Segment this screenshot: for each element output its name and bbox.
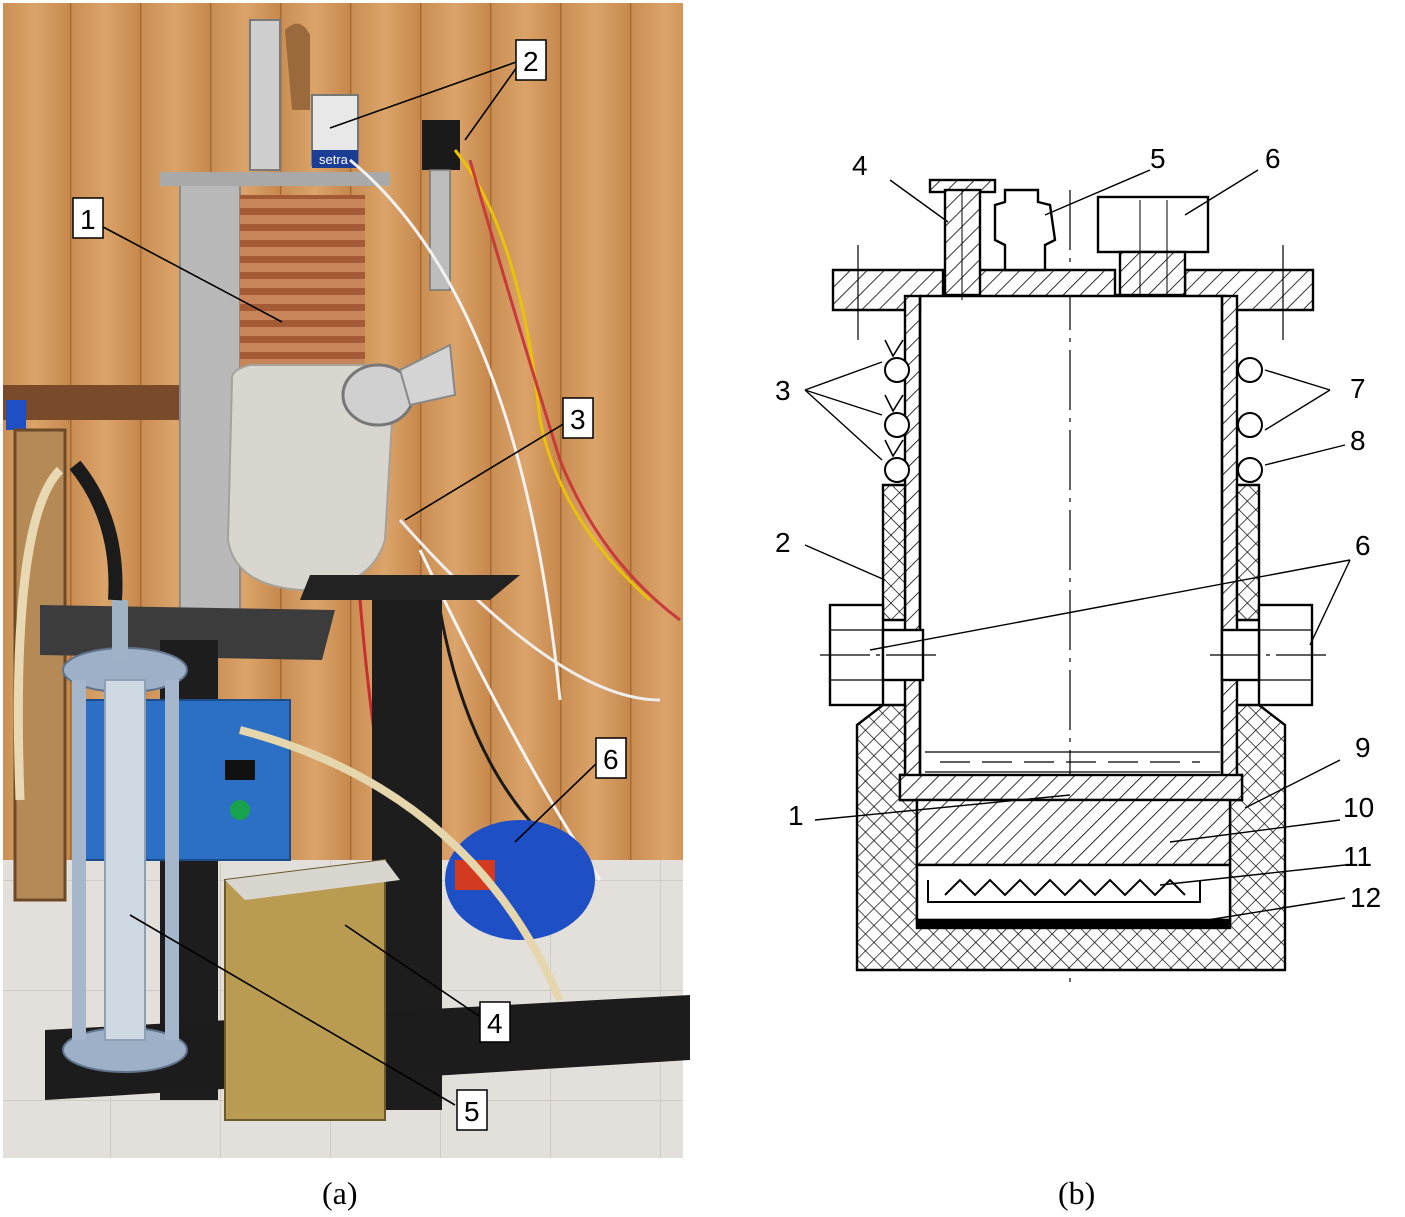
- photo-label-6: 6: [603, 744, 619, 775]
- drawing-label-7: 7: [1350, 373, 1366, 404]
- tank-lid: [225, 860, 400, 900]
- label-box-1: [72, 197, 104, 239]
- photo-label-4: 4: [487, 1008, 503, 1039]
- fitting-5: [993, 188, 1057, 272]
- heater-element: [944, 878, 1186, 897]
- base-plate: [915, 918, 1232, 930]
- insulated-vessel: [226, 364, 394, 592]
- heater-tray: [927, 880, 1201, 903]
- label-box-2: [515, 39, 547, 81]
- cell-bottom: [898, 773, 1244, 802]
- power-switch: [230, 800, 250, 820]
- sensor-badge: setra: [319, 152, 349, 167]
- drawing-label-6-top: 6: [1265, 143, 1281, 174]
- coil-right-3: [1237, 457, 1263, 483]
- fitting-6-stem: [1118, 250, 1187, 297]
- drawing-label-8: 8: [1350, 425, 1366, 456]
- coil-right-1: [1237, 357, 1263, 383]
- photo-label-1: 1: [80, 204, 96, 235]
- drawing-panel: [804, 169, 1351, 985]
- transducer-stem: [429, 169, 451, 291]
- drawing-label-12: 12: [1350, 882, 1381, 913]
- label-box-3: [562, 397, 594, 439]
- wall-rail: [3, 385, 183, 420]
- top-bracket: [160, 172, 390, 186]
- photo-label-5: 5: [464, 1096, 480, 1127]
- cooling-coil: [240, 195, 365, 375]
- drawing-label-5: 5: [1150, 143, 1166, 174]
- flowmeter-rod-2: [165, 680, 179, 1040]
- coil-left-3: [884, 457, 910, 483]
- coil-circles: [884, 357, 1263, 483]
- coil-ticks: [884, 339, 904, 458]
- wiring: [349, 149, 681, 1001]
- coil-right-2: [1237, 412, 1263, 438]
- flowmeter-inlet: [112, 600, 128, 660]
- pressure-transducer-head: [422, 120, 460, 170]
- flowmeter-rod-1: [72, 680, 86, 1040]
- jacket-right-upper: [1235, 483, 1261, 622]
- caption-a: (a): [322, 1175, 358, 1211]
- photo-label-boxes: [72, 39, 627, 1131]
- heat-spreader: [915, 798, 1232, 867]
- photo-label-2: 2: [523, 46, 539, 77]
- photo-label-3: 3: [570, 404, 586, 435]
- drawing-leaders: [804, 169, 1351, 923]
- drawing-label-1: 1: [788, 800, 804, 831]
- photo-leaders: [89, 59, 601, 1106]
- cell-wall-right: [1220, 294, 1239, 788]
- controller-display: [225, 760, 255, 780]
- drawing-label-10: 10: [1343, 792, 1374, 823]
- black-hose: [69, 460, 123, 601]
- inlet-hose: [285, 23, 310, 111]
- label-box-5: [456, 1089, 488, 1131]
- drawing-label-11: 11: [1343, 841, 1372, 872]
- drawing-labels: 4 5 6 3 7 8 2 6 1 9 10 11 12: [775, 143, 1381, 913]
- photo-panel: setra: [3, 3, 690, 1158]
- beige-hose: [13, 466, 64, 801]
- upper-bracket: [300, 575, 520, 600]
- drawing-label-9: 9: [1355, 732, 1371, 763]
- drawing-label-3: 3: [775, 375, 791, 406]
- beige-hose-2: [238, 726, 564, 1002]
- vent-valve: [249, 19, 281, 171]
- sensor-band: [312, 150, 358, 168]
- drawing-label-6-right: 6: [1355, 530, 1371, 561]
- fitting-6-head: [1096, 195, 1210, 254]
- vacuum-pump: [445, 820, 595, 940]
- coil-left-1: [884, 357, 910, 383]
- caption-b: (b): [1058, 1175, 1095, 1211]
- heater-cavity: [915, 863, 1232, 922]
- flowmeter-tube: [104, 679, 146, 1041]
- drawing-label-4: 4: [852, 150, 868, 181]
- coil-left-2: [884, 412, 910, 438]
- blue-tape: [6, 400, 26, 430]
- jacket-left-upper: [881, 483, 907, 622]
- side-port: [398, 343, 457, 407]
- drawing-label-2: 2: [775, 527, 791, 558]
- label-box-6: [595, 737, 627, 779]
- label-box-4: [479, 1001, 511, 1043]
